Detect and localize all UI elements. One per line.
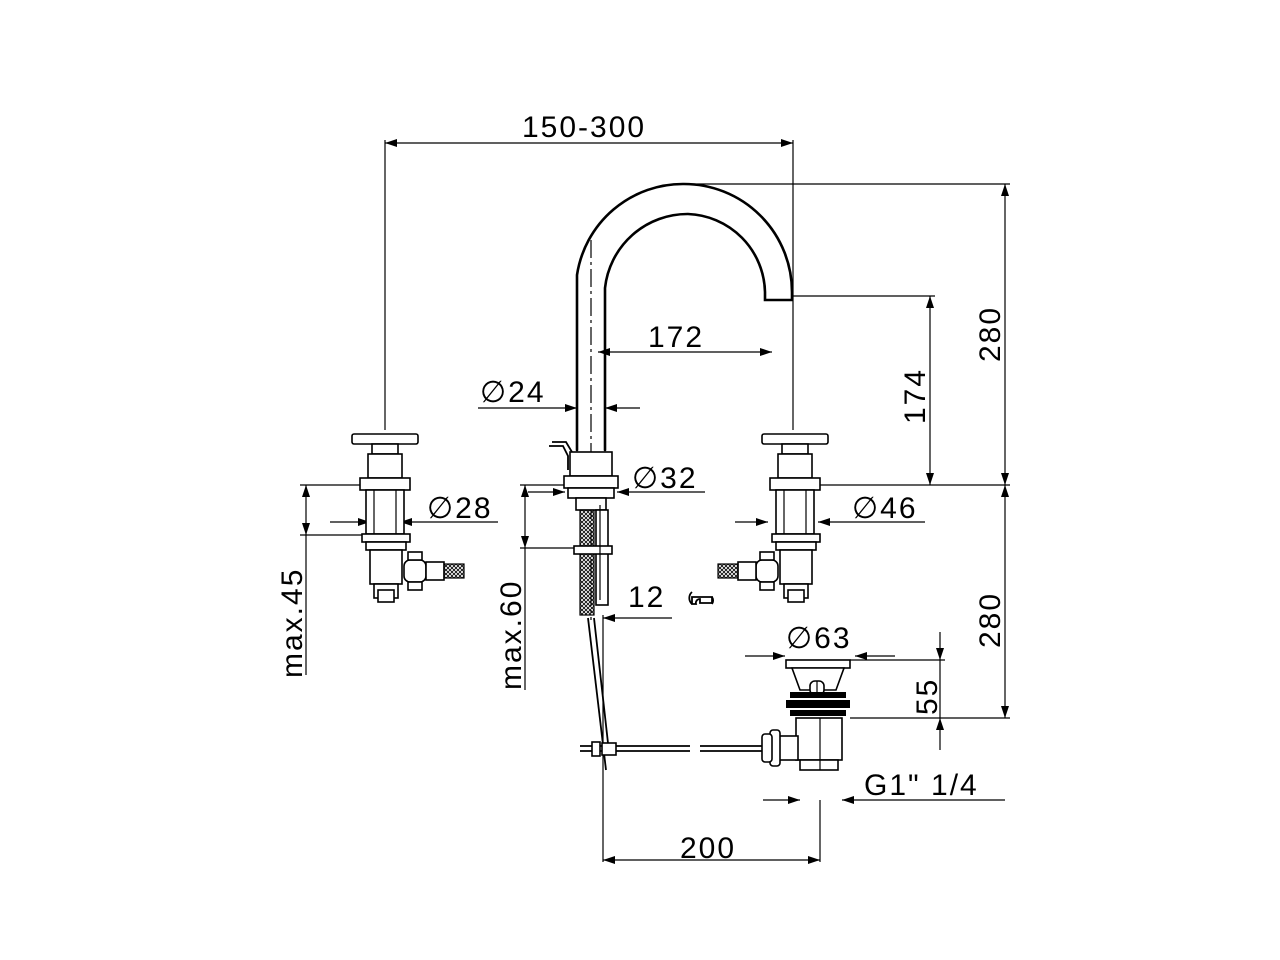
dim-deck-left: max.45 [276, 568, 309, 678]
dim-handle-right-diameter: ∅46 [852, 492, 918, 525]
dim-total-height: 280 [974, 306, 1007, 362]
dim-wrench: 12 [628, 581, 665, 614]
dim-spout-base-diameter: ∅32 [632, 462, 698, 495]
dim-below-deck: 280 [974, 592, 1007, 648]
left-valve [351, 433, 465, 603]
dim-drain-offset: 200 [680, 832, 736, 865]
dim-deck-center: max.60 [495, 580, 528, 690]
right-valve [717, 433, 829, 603]
dimension-lines [302, 139, 1009, 864]
dim-spout-reach: 172 [648, 321, 704, 354]
pop-up-rod [580, 617, 770, 771]
dim-handle-left-diameter: ∅28 [427, 492, 493, 525]
dim-drain-thread: G1" 1/4 [864, 769, 979, 802]
dim-spread: 150-300 [522, 111, 646, 144]
dim-drain-diameter: ∅63 [786, 622, 852, 655]
extension-lines [300, 140, 1010, 862]
wrench-icon [688, 591, 715, 605]
dimension-labels: 150-300 172 ∅24 ∅32 ∅28 ∅46 12 ∅63 G1" 1… [276, 111, 1007, 865]
pop-up-drain [761, 659, 851, 771]
spout [549, 182, 794, 620]
dim-spout-diameter: ∅24 [480, 376, 546, 409]
dim-drain-height: 55 [911, 678, 944, 715]
dim-spout-height: 174 [899, 368, 932, 424]
